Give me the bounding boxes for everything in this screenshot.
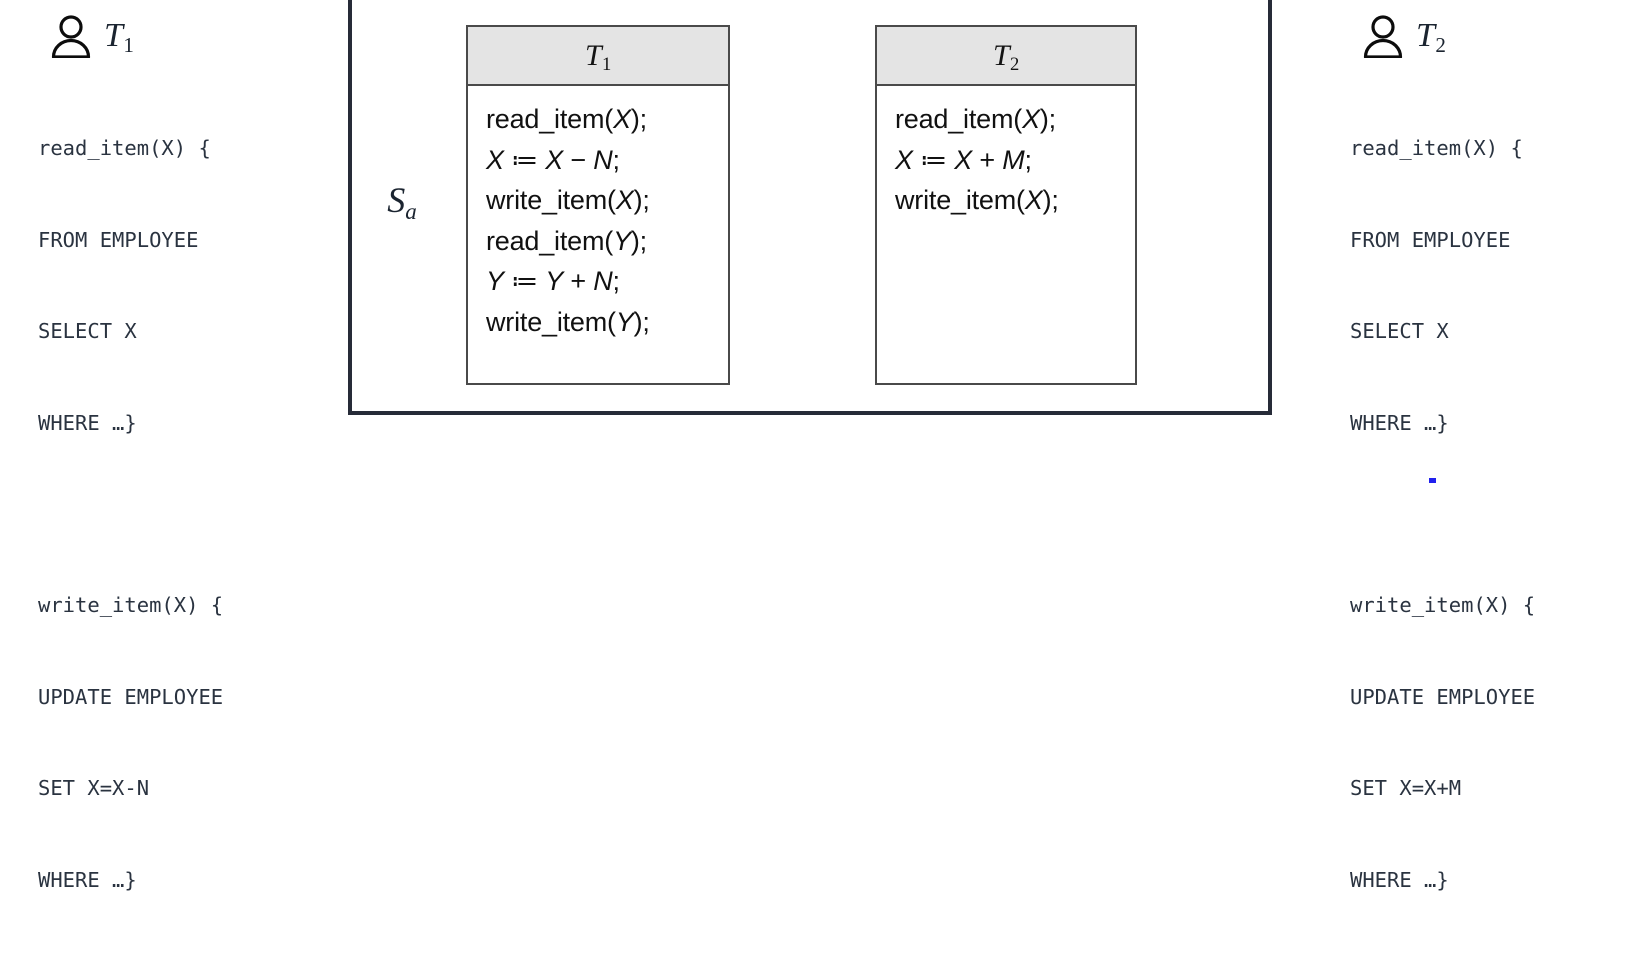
code-line: SET X=X-N <box>38 776 150 800</box>
code-line: UPDATE EMPLOYEE <box>1350 684 1536 709</box>
code-line: read_item(X) { <box>1350 136 1523 160</box>
code-line: WHERE …} <box>1350 410 1449 435</box>
code-line: read_item(X) { <box>38 136 211 160</box>
operation-row: read_item(Y); <box>486 225 647 256</box>
person-icon <box>51 15 91 58</box>
left-transaction-column: T1 read_item(X) { FROM EMPLOYEE SELECT X… <box>38 0 338 970</box>
operation-row: read_item(X); <box>486 104 647 134</box>
transaction-table-t2: T2 read_item(X); X ≔ X + M; write_item(X… <box>875 25 1137 385</box>
code-line: write_item(X) { <box>38 593 224 617</box>
code-ellipsis: … <box>1350 956 1630 970</box>
transaction-header-label: T2 <box>993 38 1020 76</box>
left-actor-label: T1 <box>104 17 134 57</box>
operation-row: X ≔ X − N; <box>486 144 620 175</box>
code-line: SELECT X <box>38 319 137 343</box>
operation-row: read_item(X); <box>895 104 1056 134</box>
operation-row: write_item(X); <box>486 185 650 215</box>
transaction-table-header: T1 <box>468 27 728 86</box>
code-ellipsis: … <box>38 956 338 970</box>
page-artifact-mark <box>1429 478 1436 483</box>
code-line: FROM EMPLOYEE <box>38 227 199 252</box>
code-line: WHERE …} <box>1350 867 1449 892</box>
transaction-table-header: T2 <box>877 27 1135 86</box>
code-line: UPDATE EMPLOYEE <box>38 684 224 709</box>
operation-row: X ≔ X + M; <box>895 144 1032 175</box>
code-spacer <box>1350 499 1630 529</box>
transaction-header-label: T1 <box>585 38 612 76</box>
operation-row: Y ≔ Y + N; <box>486 266 620 296</box>
left-actor-heading: T1 <box>50 0 338 72</box>
transaction-operations-t2: read_item(X); X ≔ X + M; write_item(X); <box>877 86 1135 221</box>
code-line: write_item(X) { <box>1350 593 1536 617</box>
code-line: FROM EMPLOYEE <box>1350 227 1511 252</box>
left-pseudocode: read_item(X) { FROM EMPLOYEE SELECT X WH… <box>38 72 338 970</box>
code-line: WHERE …} <box>38 867 137 892</box>
right-pseudocode: read_item(X) { FROM EMPLOYEE SELECT X WH… <box>1350 72 1630 970</box>
person-icon <box>1363 15 1403 58</box>
right-actor-heading: T2 <box>1362 0 1630 72</box>
schedule-label: Sa <box>387 180 417 224</box>
operation-row: write_item(X); <box>895 185 1059 215</box>
operation-row: write_item(Y); <box>486 306 650 337</box>
code-spacer <box>38 499 338 529</box>
right-actor-label: T2 <box>1416 17 1446 57</box>
code-line: WHERE …} <box>38 410 137 435</box>
code-line: SET X=X+M <box>1350 776 1462 800</box>
transaction-operations-t1: read_item(X); X ≔ X − N; write_item(X); … <box>468 86 728 342</box>
code-line: SELECT X <box>1350 319 1449 343</box>
transaction-table-t1: T1 read_item(X); X ≔ X − N; write_item(X… <box>466 25 730 385</box>
right-transaction-column: T2 read_item(X) { FROM EMPLOYEE SELECT X… <box>1350 0 1630 970</box>
